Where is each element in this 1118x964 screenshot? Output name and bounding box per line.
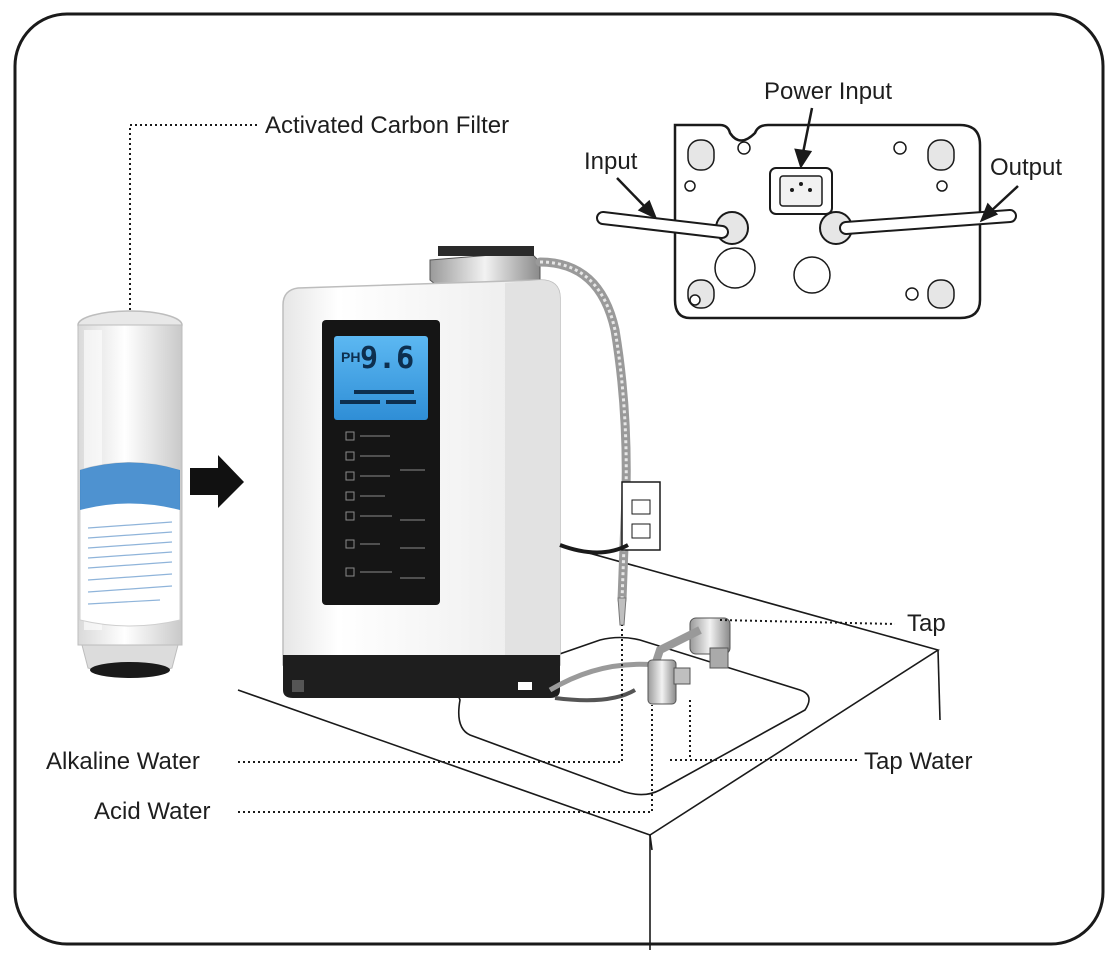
- right-arrow-icon: [190, 455, 244, 508]
- faucet: [647, 617, 731, 705]
- acid-water-label: Acid Water: [94, 798, 211, 825]
- lcd-screen: [334, 336, 428, 420]
- carbon-filter: [77, 310, 183, 678]
- alkaline-water-label: Alkaline Water: [46, 748, 200, 775]
- lcd-ph-value: 9.6: [360, 341, 415, 376]
- back-panel-inset: [596, 123, 1017, 320]
- input-label: Input: [584, 148, 638, 175]
- ionizer-machine: [282, 246, 561, 698]
- tap-label: Tap: [907, 610, 946, 637]
- outer-frame: [13, 12, 1105, 946]
- output-label: Output: [990, 154, 1063, 181]
- lcd-ph-label: PH: [341, 349, 361, 365]
- power-input-label: Power Input: [764, 78, 893, 105]
- tap-water-label: Tap Water: [864, 748, 973, 775]
- activated-carbon-filter-label: Activated Carbon Filter: [265, 112, 510, 139]
- power-outlet-icon: [621, 481, 661, 551]
